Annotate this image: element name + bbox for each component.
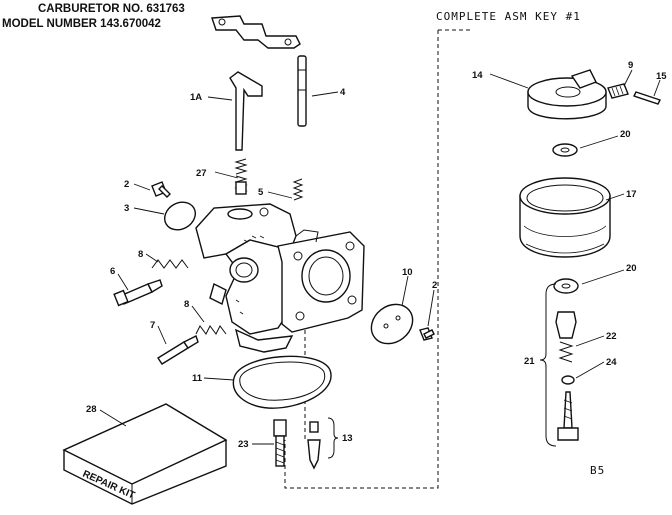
leader-28 xyxy=(99,409,127,427)
callout-8-upper: 8 xyxy=(138,249,143,260)
screw-2-left-part xyxy=(151,181,171,198)
pin-15-part xyxy=(633,91,661,105)
spring-8-upper-part xyxy=(151,259,189,269)
callout-28: 28 xyxy=(86,404,97,415)
callout-1a: 1A xyxy=(190,92,202,103)
callout-14: 14 xyxy=(472,70,483,81)
spring-27-part xyxy=(234,158,248,195)
callout-11: 11 xyxy=(192,373,203,384)
callout-2-left: 2 xyxy=(124,179,129,190)
callout-24: 24 xyxy=(606,357,617,368)
throttle-shaft-part xyxy=(297,55,307,127)
bowl-bolt-assembly-21-part xyxy=(555,311,579,441)
callout-5: 5 xyxy=(258,187,264,198)
inlet-needle-13-part xyxy=(307,421,321,470)
leader-24 xyxy=(575,361,605,379)
choke-shaft-part xyxy=(229,71,263,151)
gasket-ring-11-part xyxy=(232,355,332,409)
carburetor-body-part xyxy=(195,203,365,353)
callout-6: 6 xyxy=(110,266,115,277)
leader-8-upper xyxy=(145,253,159,263)
leader-14 xyxy=(489,73,529,89)
assembly-boundary xyxy=(284,29,470,489)
leader-11 xyxy=(203,377,235,381)
diagram-code: B5 xyxy=(590,464,605,477)
repair-kit-part: REPAIR KIT xyxy=(62,403,228,505)
leader-17 xyxy=(605,193,625,201)
callout-13: 13 xyxy=(342,433,353,444)
leader-2-right xyxy=(427,289,435,327)
needle-6-part xyxy=(113,279,163,307)
leader-7 xyxy=(157,325,167,345)
leader-10 xyxy=(401,275,409,307)
float-14-part xyxy=(527,69,607,120)
plate-10-part xyxy=(370,303,414,345)
needle-7-part xyxy=(157,335,199,365)
washer-20-upper-part xyxy=(552,143,578,157)
leader-6 xyxy=(117,273,129,291)
leader-9 xyxy=(623,69,633,87)
brace-21 xyxy=(539,283,557,447)
callout-15: 15 xyxy=(656,71,667,82)
callout-2-right: 2 xyxy=(432,280,437,291)
leader-15 xyxy=(653,79,661,97)
leader-8-lower xyxy=(191,305,205,323)
leader-20-upper xyxy=(579,135,619,149)
callout-10: 10 xyxy=(402,267,413,278)
callout-23: 23 xyxy=(238,439,249,450)
seat-23-part xyxy=(273,419,287,467)
callout-8-lower: 8 xyxy=(184,299,189,310)
callout-21: 21 xyxy=(524,356,535,367)
brace-13 xyxy=(327,417,339,459)
hinge-9-part xyxy=(607,83,629,99)
callout-20-lower: 20 xyxy=(626,263,637,274)
leader-2-left xyxy=(133,183,151,191)
model-number-title: MODEL NUMBER 143.670042 xyxy=(2,18,161,30)
callout-20-upper: 20 xyxy=(620,129,631,140)
callout-17: 17 xyxy=(626,189,637,200)
throttle-lever-part xyxy=(211,15,301,49)
leader-4 xyxy=(311,91,339,97)
leader-3 xyxy=(133,207,165,215)
callout-27: 27 xyxy=(196,168,207,179)
spring-5-part xyxy=(292,178,304,201)
leader-5 xyxy=(267,191,293,199)
complete-asm-key-label: COMPLETE ASM KEY #1 xyxy=(436,10,581,23)
callout-7: 7 xyxy=(150,320,155,331)
leader-1a xyxy=(207,96,233,101)
spring-8-lower-part xyxy=(195,325,227,335)
leader-27 xyxy=(214,171,239,179)
washer-20-lower-part xyxy=(553,278,579,294)
leader-20-lower xyxy=(581,269,625,285)
callout-4: 4 xyxy=(340,87,346,98)
carburetor-number-title: CARBURETOR NO. 631763 xyxy=(38,3,185,15)
screw-2-right-part xyxy=(419,327,435,341)
leader-22 xyxy=(575,335,605,347)
plate-3-part xyxy=(163,201,197,231)
float-bowl-17-part xyxy=(519,177,611,258)
callout-3: 3 xyxy=(124,203,129,214)
callout-9: 9 xyxy=(628,60,633,71)
callout-22: 22 xyxy=(606,331,617,342)
